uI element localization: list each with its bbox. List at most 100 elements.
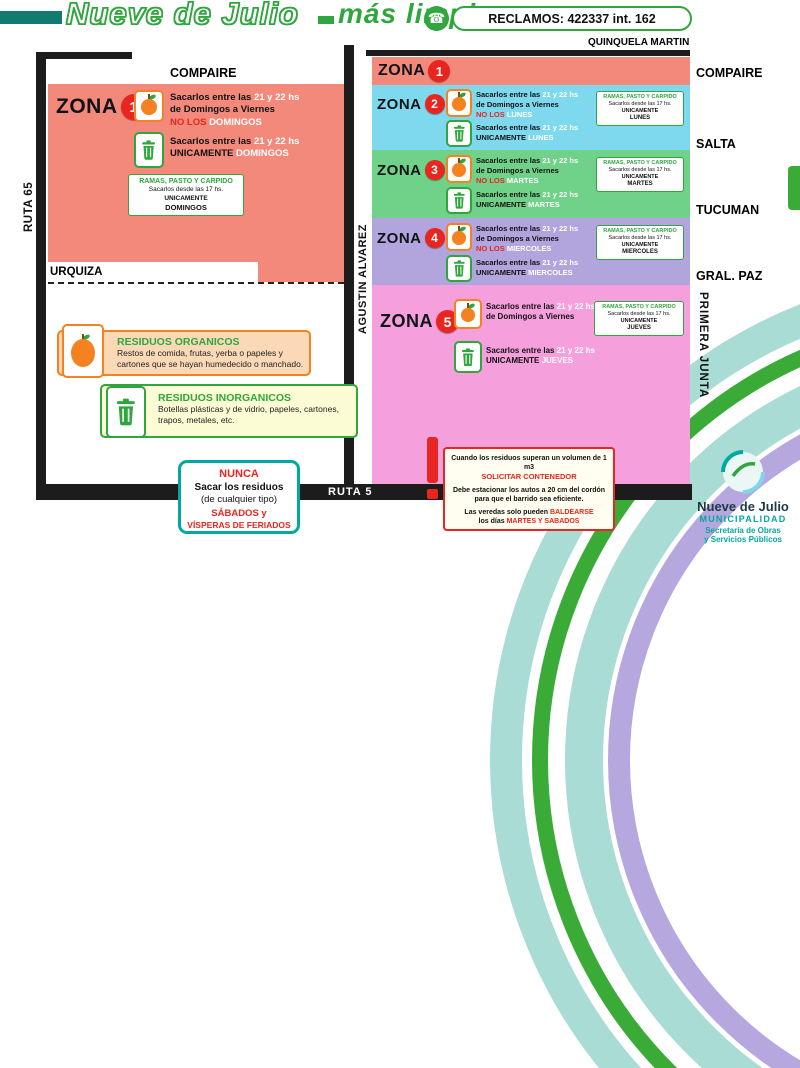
nunca-line: VÍSPERAS DE FERIADOS <box>187 520 291 530</box>
legend-organicos: RESIDUOS ORGANICOS Restos de comida, fru… <box>57 324 311 378</box>
schedule-line: NO LOS DOMINGOS <box>170 117 299 129</box>
zone-2-label: ZONA 2 <box>377 94 445 114</box>
container-notice-box: Cuando los residuos superan un volumen d… <box>443 447 615 531</box>
header-green-dash <box>318 16 334 24</box>
zone-4-region: ZONA 4 Sacarlos entre las 21 y 22 hs de … <box>372 218 690 285</box>
ramas-unicamente: UNICAMENTE <box>621 174 659 181</box>
notice-line: los días MARTES Y SABADOS <box>449 517 609 526</box>
ramas-title: RAMAS, PASTO Y CARPIDO <box>602 304 676 310</box>
quinquela-martin-label: QUINQUELA MARTIN <box>588 37 690 48</box>
zone-1-step <box>258 262 344 282</box>
trash-glyph <box>453 192 465 209</box>
schedule-line: NO LOS MARTES <box>476 176 578 186</box>
hours-text: 21 y 22 hs <box>556 302 595 311</box>
hours-text: 21 y 22 hs <box>542 156 579 165</box>
zone-2-ramas-box: RAMAS, PASTO Y CARPIDO Sacarlos desde la… <box>596 91 684 127</box>
day-text: LUNES <box>506 109 533 119</box>
schedule-line: UNICAMENTE MIERCOLES <box>476 268 578 278</box>
schedule-line: Sacarlos entre las 21 y 22 hs <box>170 92 299 104</box>
notice-highlight: MARTES Y SABADOS <box>506 518 580 526</box>
zone-1-inorganic-schedule: Sacarlos entre las 21 y 22 hs UNICAMENTE… <box>170 136 299 161</box>
schedule-line: Sacarlos entre las 21 y 22 hs <box>486 302 595 312</box>
day-text: JUEVES <box>541 356 574 366</box>
unicamente-text: UNICAMENTE <box>486 356 542 366</box>
warning-exclamation-bar <box>427 437 438 483</box>
zone-4-organic-schedule: Sacarlos entre las 21 y 22 hs de Domingo… <box>476 224 578 253</box>
schedule-line: Sacarlos entre las 21 y 22 hs <box>170 136 299 148</box>
zone-4-label: ZONA 4 <box>377 228 445 248</box>
ramas-unicamente: UNICAMENTE <box>620 318 658 325</box>
municipality-name: Nueve de Julio <box>697 499 789 514</box>
schedule-line: Sacarlos entre las 21 y 22 hs <box>476 123 578 133</box>
zone-1-region: ZONA 1 Sacarlos entre las 21 y 22 hs de … <box>48 84 344 262</box>
ramas-unicamente: UNICAMENTE <box>621 242 659 249</box>
schedule-line: de Domingos a Viernes <box>486 312 575 322</box>
text-run: Sacarlos entre las <box>476 258 543 267</box>
ruta-5-label: RUTA 5 <box>328 486 373 498</box>
reclamos-banner: RECLAMOS: 422337 int. 162 <box>452 6 692 31</box>
notice-highlight: BALDEARSE <box>550 509 594 517</box>
organic-waste-icon <box>446 155 472 183</box>
schedule-line: UNICAMENTE MARTES <box>476 200 578 210</box>
unicamente-text: UNICAMENTE <box>476 132 529 142</box>
zone-5-inorganic-schedule: Sacarlos entre las 21 y 22 hs UNICAMENTE… <box>486 346 595 367</box>
text-run: Sacarlos entre las <box>486 346 557 355</box>
text-run: Sacarlos entre las <box>476 123 543 132</box>
ramas-sub: Sacarlos desde las 17 hs. <box>607 311 671 318</box>
ramas-title: RAMAS, PASTO Y CARPIDO <box>603 94 677 100</box>
zone-2-organic-schedule: Sacarlos entre las 21 y 22 hs de Domingo… <box>476 90 578 119</box>
zone-2-number-badge: 2 <box>424 94 445 114</box>
phone-icon: ☎ <box>424 6 449 31</box>
municipality-dept: Secretaría de Obras <box>705 526 781 535</box>
primera-junta-label: PRIMERA JUNTA <box>697 292 709 399</box>
municipality-logo <box>721 450 765 494</box>
notice-line: Las veredas solo pueden BALDEARSE <box>449 508 609 517</box>
reclamos-text: RECLAMOS: 422337 int. 162 <box>488 11 656 26</box>
zone-4-number-badge: 4 <box>424 228 445 248</box>
zone-5-ramas-box: RAMAS, PASTO Y CARPIDO Sacarlos desde la… <box>594 301 684 337</box>
text-run: Las veredas solo pueden <box>464 509 551 517</box>
hours-text: 21 y 22 hs <box>253 92 300 103</box>
schedule-line: NO LOS LUNES <box>476 110 578 120</box>
zone-2-inorganic-schedule: Sacarlos entre las 21 y 22 hs UNICAMENTE… <box>476 123 578 143</box>
schedule-line: Sacarlos entre las 21 y 22 hs <box>476 258 578 268</box>
trash-glyph <box>462 347 474 366</box>
ramas-day: LUNES <box>629 115 651 122</box>
organic-waste-icon <box>134 90 164 122</box>
zone-3-label: ZONA 3 <box>377 160 445 180</box>
trash-icon <box>134 132 164 168</box>
organic-waste-icon <box>446 89 472 117</box>
text-run: Sacarlos entre las <box>170 136 254 147</box>
municipality-dept: y Servicios Públicos <box>704 535 782 544</box>
schedule-line: UNICAMENTE DOMINGOS <box>170 148 299 160</box>
nunca-title: NUNCA <box>219 468 259 480</box>
legend-organicos-text: Restos de comida, frutas, yerba o papele… <box>117 348 304 369</box>
schedule-line: de Domingos a Viernes <box>476 233 559 243</box>
trash-glyph <box>453 125 465 142</box>
compaire-left-label: COMPAIRE <box>170 66 237 80</box>
ramas-title: RAMAS, PASTO Y CARPIDO <box>603 160 677 166</box>
zone-4-ramas-box: RAMAS, PASTO Y CARPIDO Sacarlos desde la… <box>596 225 684 261</box>
day-text: MIERCOLES <box>528 267 573 277</box>
text-run: los días <box>478 518 507 526</box>
zone-2-region: ZONA 2 Sacarlos entre las 21 y 22 hs de … <box>372 85 690 150</box>
ramas-sub: Sacarlos desde las 17 hs. <box>608 101 672 108</box>
trash-icon <box>446 120 472 147</box>
ramas-day: MIERCOLES <box>622 249 658 256</box>
fruit-icon <box>452 158 466 177</box>
hours-text: 21 y 22 hs <box>253 136 300 147</box>
text-run: Sacarlos entre las <box>476 90 543 99</box>
street-quinquela-martin <box>366 50 690 56</box>
fruit-icon <box>452 92 466 111</box>
zona-text: ZONA <box>377 229 422 247</box>
notice-line: Cuando los residuos superan un volumen d… <box>451 455 607 472</box>
zone-1-banner: ZONA 1 <box>372 57 690 85</box>
zone-1-label: ZONA 1 <box>56 94 147 120</box>
zone-1-number-badge: 1 <box>428 60 451 82</box>
street-agustin-alvarez <box>344 45 354 487</box>
zone-3-inorganic-schedule: Sacarlos entre las 21 y 22 hs UNICAMENTE… <box>476 190 578 210</box>
street-top-stub <box>36 52 132 59</box>
day-text: MARTES <box>528 199 560 209</box>
warning-exclamation-dot <box>427 489 438 499</box>
street-ruta-65 <box>36 52 46 500</box>
